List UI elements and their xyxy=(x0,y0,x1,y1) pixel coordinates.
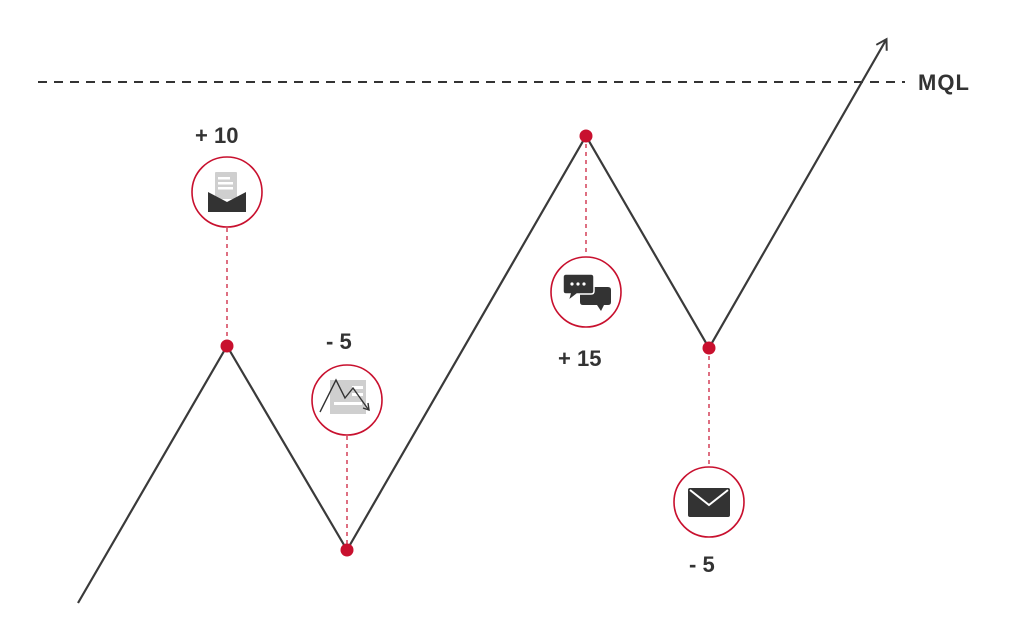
score-label: + 15 xyxy=(558,346,601,371)
open-envelope-document-icon xyxy=(208,172,246,212)
mql-label: MQL xyxy=(918,70,970,95)
vertex-dot-email-open xyxy=(220,339,234,353)
score-label: + 10 xyxy=(195,123,238,148)
score-trajectory-line xyxy=(77,37,888,604)
vertex-dot-email-unopened xyxy=(702,341,716,355)
event-email-open: + 10 xyxy=(191,123,263,228)
event-email-unopened: - 5 xyxy=(673,466,745,577)
closed-envelope-icon xyxy=(688,488,730,517)
event-chat: + 15 xyxy=(550,256,622,371)
event-low-engagement: - 5 xyxy=(311,329,383,436)
score-label: - 5 xyxy=(689,552,715,577)
score-label: - 5 xyxy=(326,329,352,354)
declining-chart-document-icon xyxy=(319,378,370,414)
chat-bubbles-icon xyxy=(562,273,611,311)
vertex-dot-low-engagement xyxy=(340,543,354,557)
vertex-dot-chat xyxy=(579,129,593,143)
